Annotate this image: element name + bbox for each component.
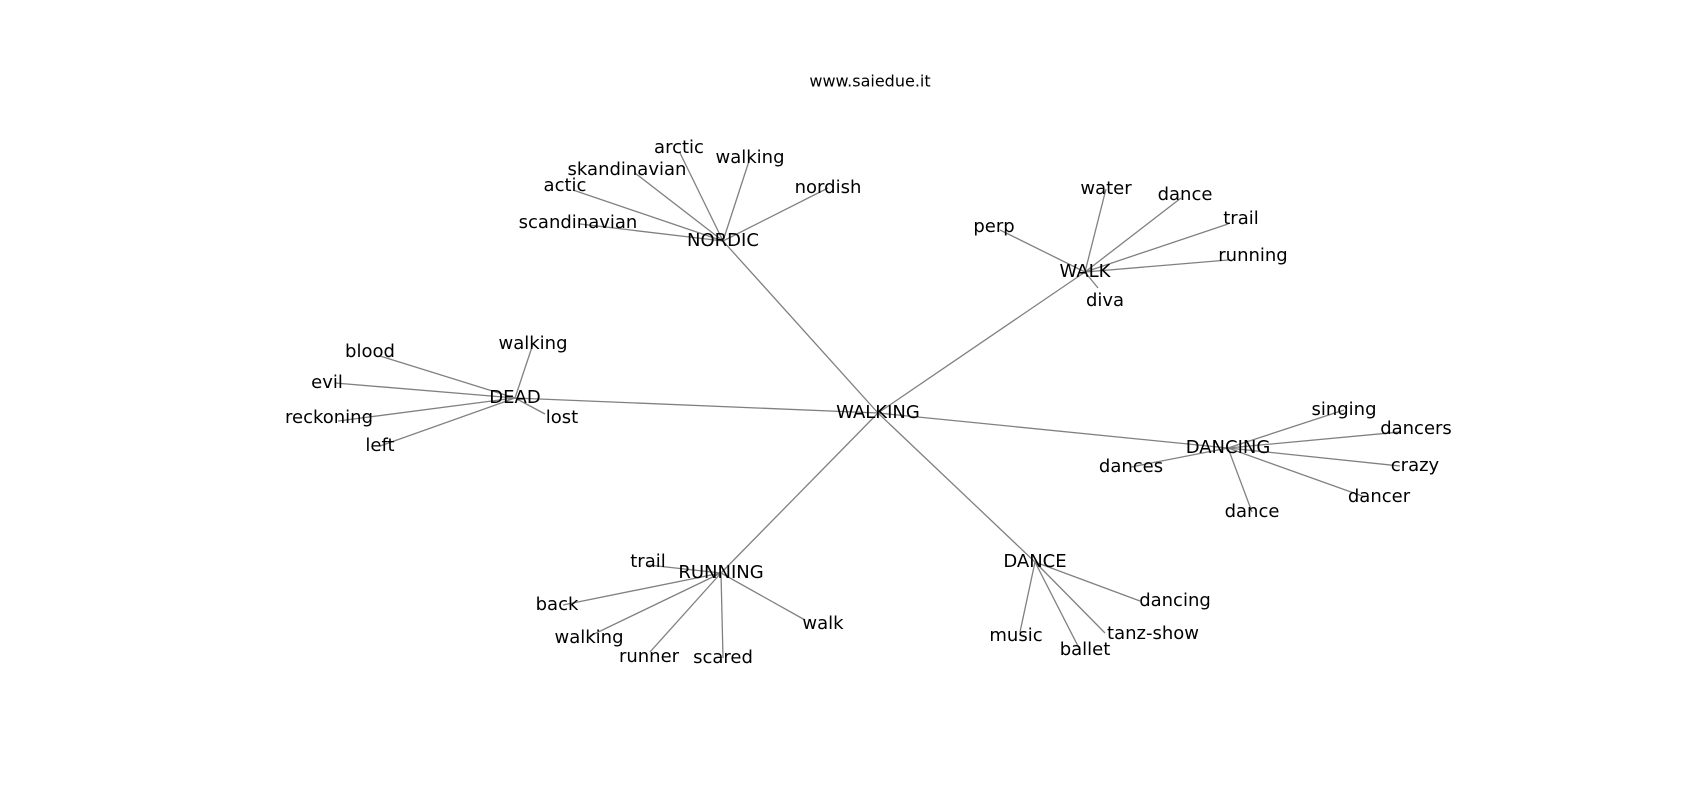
edge-dancing-to-dances [1130,447,1229,468]
edge-running-to-walk [720,572,806,621]
leaf-node-label: crazy [1391,455,1440,476]
leaf-node-label: dance [1225,501,1280,522]
hub-node-label: NORDIC [687,230,759,251]
leaf-node-label: scared [693,647,753,668]
edge-dead-to-evil [334,382,516,399]
root-node-label: WALKING [836,402,920,423]
edge-running-to-walking [589,572,722,637]
edge-nordic-to-skandinavian [634,172,724,242]
edge-dead-to-walking [514,343,534,399]
edge-dance-to-music [1019,561,1036,633]
edge-nordic-to-actic [572,189,724,242]
edge-walk-to-diva [1084,271,1099,289]
leaf-node-label: scandinavian [519,212,638,233]
leaf-node-label: dance [1158,184,1213,205]
edge-running-to-back [562,572,722,606]
edge-root-to-dancing [877,412,1229,449]
hub-node-label: DANCE [1003,551,1066,572]
edge-dead-to-blood [379,355,516,399]
edge-walk-to-trail [1084,223,1229,273]
leaf-node-label: actic [544,175,587,196]
leaf-node-label: dancer [1348,486,1411,507]
leaf-node-label: music [989,625,1042,646]
edge-running-to-runner [649,572,722,653]
edge-dance-to-dancing [1034,561,1141,602]
edge-root-to-running [720,412,879,574]
leaf-node-label: walking [554,627,623,648]
edge-walk-to-dance [1084,197,1182,273]
edge-walk-to-perp [999,229,1086,273]
edge-nordic-to-nordish [722,187,829,242]
leaf-node-label: lost [546,407,578,428]
edge-dancing-to-crazy [1227,447,1401,467]
leaf-node-label: nordish [795,177,862,198]
leaf-node-label: diva [1086,290,1124,311]
hub-node-label: DEAD [489,387,540,408]
leaf-node-label: singing [1311,399,1376,420]
edge-walk-to-water [1084,188,1107,273]
edge-root-to-nordic [722,240,879,414]
edge-root-to-dead [514,397,879,414]
edge-dance-to-tanz-show [1034,561,1106,634]
hub-node-label: WALK [1060,261,1112,282]
leaf-node-label: dances [1099,456,1163,477]
edge-root-to-dance [877,412,1036,563]
leaf-node-label: perp [973,216,1014,237]
hub-node-label: RUNNING [678,562,763,583]
leaf-node-label: trail [1223,208,1259,229]
edge-nordic-to-arctic [679,152,724,242]
leaf-node-label: evil [311,372,343,393]
edge-dancing-to-dance [1227,447,1253,513]
leaf-node-label: ballet [1060,639,1111,660]
edge-dead-to-reckoning [337,397,516,422]
leaf-node-label: dancing [1139,590,1211,611]
edge-dancing-to-singing [1227,409,1345,449]
leaf-node-label: trail [630,551,666,572]
leaf-node-label: walking [498,333,567,354]
edge-nordic-to-walking [722,157,751,242]
labels-layer: WALKING NORDIC arctic walking skandinavianac… [285,137,1452,668]
edge-root-to-walk [877,271,1086,414]
hub-node-label: DANCING [1186,437,1271,458]
edge-dance-to-ballet [1034,561,1081,651]
leaf-node-label: runner [619,646,680,667]
edges-layer [334,152,1401,659]
watermark-text: www.saiedue.it [809,72,930,91]
edge-walk-to-running [1084,259,1229,273]
edge-dead-to-lost [514,397,546,415]
edge-dancing-to-dancer [1227,447,1366,498]
leaf-node-label: reckoning [285,407,373,428]
edge-running-to-scared [720,572,724,659]
leaf-node-label: running [1218,245,1287,266]
leaf-node-label: arctic [654,137,704,158]
leaf-node-label: water [1080,178,1132,199]
leaf-node-label: dancers [1380,418,1452,439]
leaf-node-label: left [365,435,394,456]
leaf-node-label: back [536,594,579,615]
edge-dead-to-left [379,397,516,447]
leaf-node-label: skandinavian [568,159,687,180]
leaf-node-label: walking [715,147,784,168]
edge-running-to-trail [647,564,722,574]
leaf-node-label: walk [802,613,844,634]
edge-dancing-to-dancers [1227,431,1401,449]
edge-nordic-to-scandinavian [579,223,724,242]
leaf-node-label: tanz-show [1107,623,1199,644]
leaf-node-label: blood [345,341,395,362]
